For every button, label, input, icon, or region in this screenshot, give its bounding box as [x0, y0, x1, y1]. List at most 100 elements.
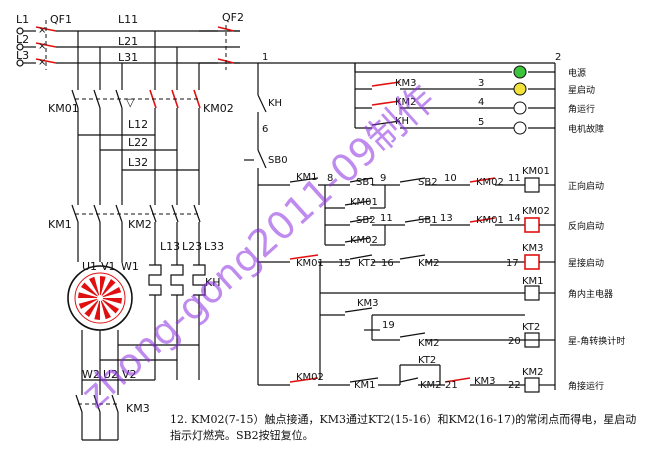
- thermal-relay: [148, 264, 206, 380]
- label-r1-sb1: SB1: [356, 177, 376, 188]
- coil-km02: [524, 217, 555, 233]
- control-left-rail: [244, 85, 267, 385]
- motor-blade: [94, 298, 100, 320]
- label-r7-km1: KM1: [354, 380, 376, 391]
- label-l2: L2: [16, 33, 29, 46]
- motor-blade: [80, 282, 100, 298]
- km1-km2-contacts: [71, 204, 201, 265]
- motor-blade: [100, 278, 116, 298]
- label-r7-km3: KM3: [474, 376, 496, 387]
- label-r6-km2: KM2: [418, 338, 440, 349]
- row-km01: [258, 177, 525, 209]
- label-l32: L32: [128, 156, 148, 169]
- node-5: 5: [478, 117, 484, 128]
- node-11: 11: [508, 173, 521, 184]
- main-bus-drops: [77, 31, 200, 90]
- node-3: 3: [478, 78, 484, 89]
- lamp-motor-fault-icon: [513, 121, 527, 135]
- motor-blade: [100, 287, 122, 298]
- node-10: 10: [444, 173, 457, 184]
- label-r7-km02: KM02: [296, 372, 324, 383]
- label-lamp-km3: KM3: [395, 78, 417, 89]
- lamp-branches: [354, 63, 555, 129]
- label-l22: L22: [128, 136, 148, 149]
- coil-tag-km2: KM2: [522, 367, 544, 378]
- node-14: 14: [508, 213, 521, 224]
- svg-text:×: ×: [38, 41, 46, 52]
- label-r3-km2: KM2: [418, 258, 440, 269]
- node-21: 21: [445, 380, 458, 391]
- label-l31: L31: [118, 51, 138, 64]
- lamp-star-start-icon: [513, 82, 527, 96]
- coil-km3: [524, 254, 555, 270]
- star-contactor: [75, 330, 199, 441]
- node-6: 6: [262, 124, 268, 135]
- lamp-power-icon: [513, 65, 527, 79]
- label-km3: KM3: [126, 402, 150, 415]
- label-l12: L12: [128, 118, 148, 131]
- lamp-label-star: 星启动: [568, 84, 595, 96]
- label-v1: V1: [101, 260, 116, 273]
- label-lamp-km2: KM2: [395, 97, 417, 108]
- lamp-label-power: 电源: [568, 67, 586, 79]
- motor-blade: [100, 298, 120, 314]
- coil-desc-main: 角内主电器: [568, 288, 613, 300]
- motor-blade: [100, 298, 122, 304]
- label-l1: L1: [16, 13, 29, 26]
- svg-text:×: ×: [38, 25, 46, 36]
- label-l11: L11: [118, 13, 138, 26]
- lamp-label-delta: 角运行: [568, 103, 595, 115]
- node-2: 2: [555, 52, 561, 63]
- label-qf1: QF1: [50, 13, 72, 26]
- node-13: 13: [440, 213, 453, 224]
- motor-blade: [78, 298, 100, 309]
- label-r7-kt2: KT2: [418, 355, 436, 366]
- coil-desc-star: 星接启动: [568, 257, 604, 269]
- coil-tag-km1: KM1: [522, 276, 544, 287]
- motor-blade: [100, 298, 111, 320]
- row-kt2: [364, 315, 525, 341]
- node-17: 17: [506, 258, 519, 269]
- coil-km1: [524, 285, 555, 301]
- motor-hub: [97, 295, 103, 301]
- label-u1: U1: [82, 260, 97, 273]
- label-r2-sb1: SB1: [418, 215, 438, 226]
- label-l23: L23: [182, 240, 202, 253]
- label-r1-km01-hold: KM01: [350, 197, 378, 208]
- lamp-label-fault: 电机故障: [568, 123, 604, 135]
- label-w2: W2: [82, 368, 100, 381]
- label-km01: KM01: [48, 102, 79, 115]
- coil-tag-km02: KM02: [522, 206, 550, 217]
- node-8: 8: [327, 173, 333, 184]
- label-sb0: SB0: [268, 155, 288, 166]
- coil-tag-km3: KM3: [522, 243, 544, 254]
- label-r2-km01: KM01: [476, 215, 504, 226]
- label-r5-km3: KM3: [357, 298, 379, 309]
- label-u2: U2: [103, 368, 118, 381]
- node-15: 15: [338, 258, 351, 269]
- row-km3: [258, 254, 525, 263]
- label-r1-km02: KM02: [476, 177, 504, 188]
- km01-km02-contacts: ▽: [71, 89, 201, 109]
- label-r3-km01: KM01: [296, 258, 324, 269]
- coil-tag-kt2: KT2: [522, 322, 540, 333]
- motor-blade: [89, 276, 100, 298]
- row-km02: [324, 208, 525, 246]
- label-r7-km2: KM2: [420, 380, 442, 391]
- label-km2: KM2: [128, 218, 152, 231]
- label-r3-kt2: KT2: [358, 258, 376, 269]
- label-r2-km02-hold: KM02: [350, 235, 378, 246]
- coil-km01: [524, 177, 555, 193]
- caption-text: 12. KM02(7-15）触点接通，KM3通过KT2(15-16）和KM2(1…: [170, 413, 637, 442]
- node-1: 1: [262, 52, 268, 63]
- label-v2: V2: [122, 368, 137, 381]
- label-w1: W1: [121, 260, 139, 273]
- motor-blade: [78, 292, 100, 298]
- label-qf2: QF2: [222, 11, 244, 24]
- coil-kt2: [524, 332, 555, 348]
- label-kh-main: KH: [205, 276, 221, 289]
- node-12: 11: [380, 213, 393, 224]
- coil-tag-km01: KM01: [522, 166, 550, 177]
- motor-blade: [84, 298, 100, 318]
